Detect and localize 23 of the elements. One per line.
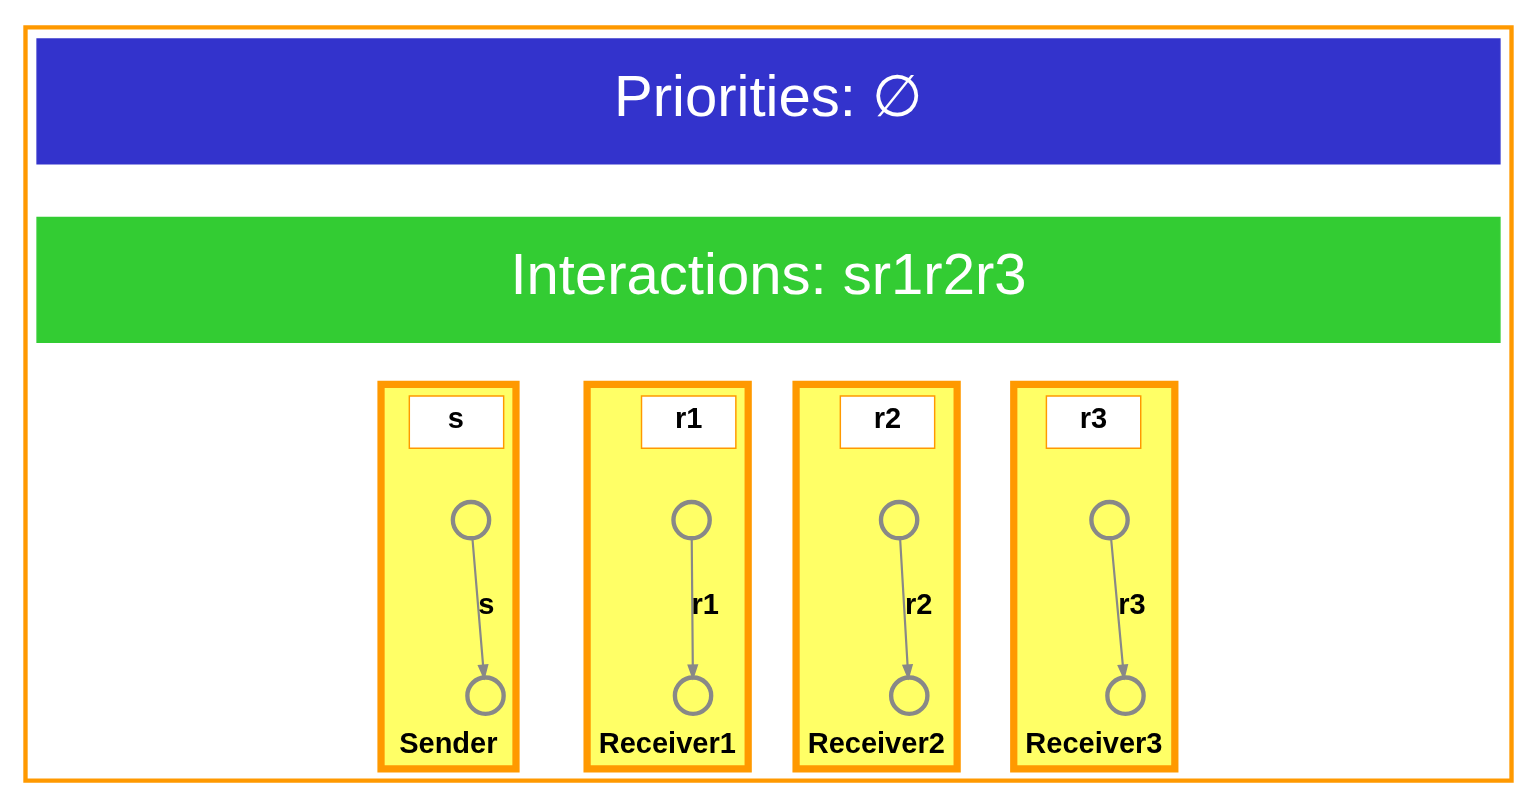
arrow xyxy=(1110,538,1129,680)
node-box: Interactions: sr1r2r3 xyxy=(36,216,1501,343)
edge-label: r3 xyxy=(1118,587,1146,620)
node-circle xyxy=(450,499,492,540)
node-circle xyxy=(671,499,712,540)
arrow xyxy=(687,538,699,680)
node-circle xyxy=(888,674,930,716)
cluster xyxy=(23,24,1514,783)
edge-label: r2 xyxy=(904,587,933,620)
node-box: Priorities: ∅ xyxy=(36,37,1501,165)
node-circle xyxy=(1089,499,1130,540)
node-box: r3 xyxy=(1045,394,1142,449)
arrow xyxy=(471,538,489,680)
node-box: s xyxy=(408,394,505,449)
edge-label: r1 xyxy=(691,587,720,620)
node-circle xyxy=(878,499,920,540)
node-circle xyxy=(672,674,714,716)
edge-label: s xyxy=(478,587,495,620)
node-box: r1 xyxy=(640,394,737,449)
node-circle xyxy=(1105,674,1146,716)
arrow xyxy=(899,538,914,680)
node-box: r2 xyxy=(839,394,936,449)
node-circle xyxy=(465,674,506,716)
